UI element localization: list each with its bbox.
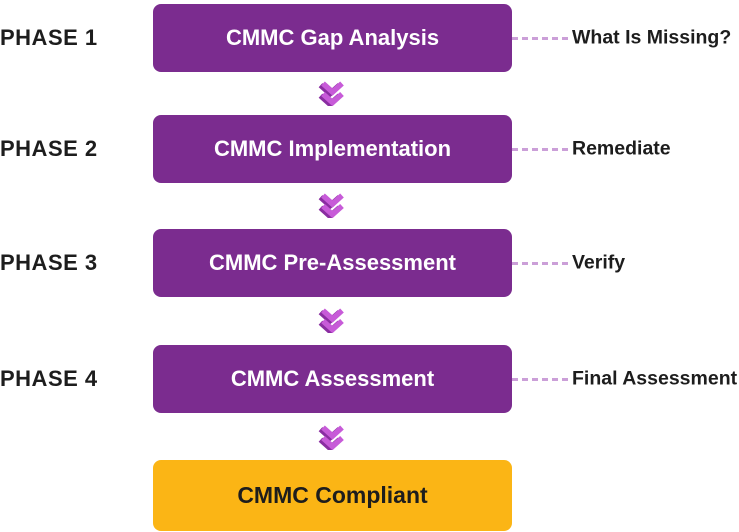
phase-box-label: CMMC Implementation [213,136,452,161]
double-chevron-down-icon [318,193,345,218]
phase-row: PHASE 2 CMMC Implementation Remediate [0,115,739,183]
phase-row: PHASE 3 CMMC Pre-Assessment Verify [0,229,739,297]
double-chevron-down-icon [318,81,345,106]
phase-row: PHASE 4 CMMC Assessment Final Assessment [0,345,739,413]
dashed-connector-line [512,148,568,151]
phase-box: CMMC Assessment [153,345,512,413]
dashed-connector-line [512,262,568,265]
phase-box: CMMC Pre-Assessment [153,229,512,297]
phase-label: PHASE 1 [0,25,98,50]
final-box-label: CMMC Compliant [237,482,428,508]
phase-row: PHASE 1 CMMC Gap Analysis What Is Missin… [0,4,739,72]
phase-box: CMMC Implementation [153,115,512,183]
phase-label: PHASE 2 [0,136,98,161]
double-chevron-down-icon [318,425,345,450]
phase-box-label: CMMC Gap Analysis [225,25,440,50]
phase-box-label: CMMC Assessment [230,366,435,391]
phase-note: Final Assessment [572,367,738,390]
dashed-connector-line [512,378,568,381]
dashed-connector-line [512,37,568,40]
phase-label: PHASE 3 [0,250,98,275]
phase-note: Remediate [572,137,671,160]
phase-label: PHASE 4 [0,366,98,391]
double-chevron-down-icon [318,308,345,333]
final-box: CMMC Compliant [153,460,512,531]
phase-note: Verify [572,251,626,274]
phase-box: CMMC Gap Analysis [153,4,512,72]
phase-box-label: CMMC Pre-Assessment [209,250,456,275]
phase-note: What Is Missing? [572,26,732,49]
final-row: CMMC Compliant [0,460,739,531]
